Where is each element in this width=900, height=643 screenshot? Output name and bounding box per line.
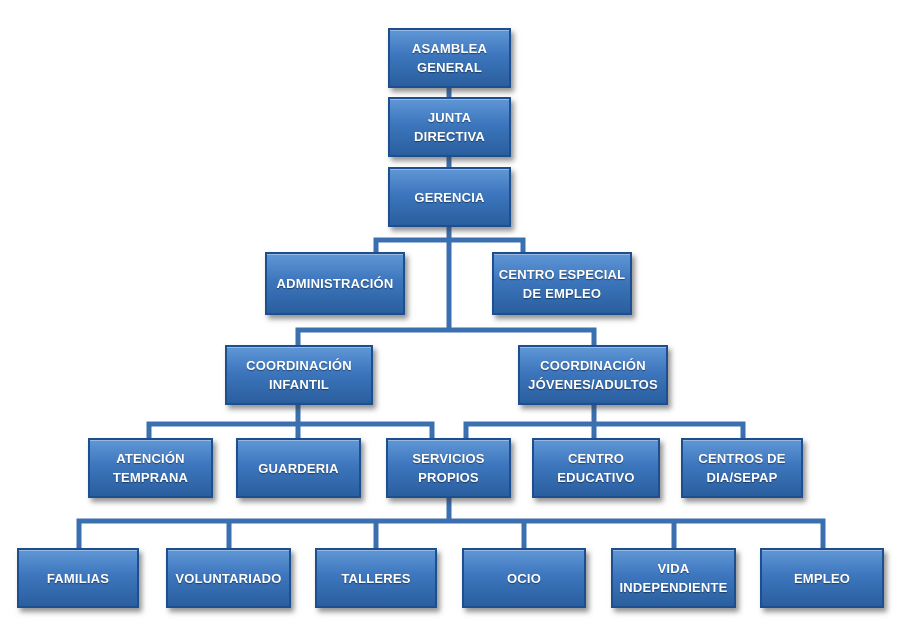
node-centro-educativo: CENTRO EDUCATIVO — [532, 438, 660, 498]
node-asamblea-general: ASAMBLEA GENERAL — [388, 28, 511, 88]
node-atencion-temprana: ATENCIÓN TEMPRANA — [88, 438, 213, 498]
node-vida-independiente: VIDA INDEPENDIENTE — [611, 548, 736, 608]
node-coordinacion-jovenes-adultos: COORDINACIÓN JÓVENES/ADULTOS — [518, 345, 668, 405]
node-familias: FAMILIAS — [17, 548, 139, 608]
node-voluntariado: VOLUNTARIADO — [166, 548, 291, 608]
node-junta-directiva: JUNTA DIRECTIVA — [388, 97, 511, 157]
node-ocio: OCIO — [462, 548, 586, 608]
node-centros-de-dia-sepap: CENTROS DE DIA/SEPAP — [681, 438, 803, 498]
node-empleo: EMPLEO — [760, 548, 884, 608]
node-guarderia: GUARDERIA — [236, 438, 361, 498]
node-talleres: TALLERES — [315, 548, 437, 608]
node-servicios-propios: SERVICIOS PROPIOS — [386, 438, 511, 498]
node-coordinacion-infantil: COORDINACIÓN INFANTIL — [225, 345, 373, 405]
node-administracion: ADMINISTRACIÓN — [265, 252, 405, 315]
node-gerencia: GERENCIA — [388, 167, 511, 227]
node-centro-especial-empleo: CENTRO ESPECIAL DE EMPLEO — [492, 252, 632, 315]
